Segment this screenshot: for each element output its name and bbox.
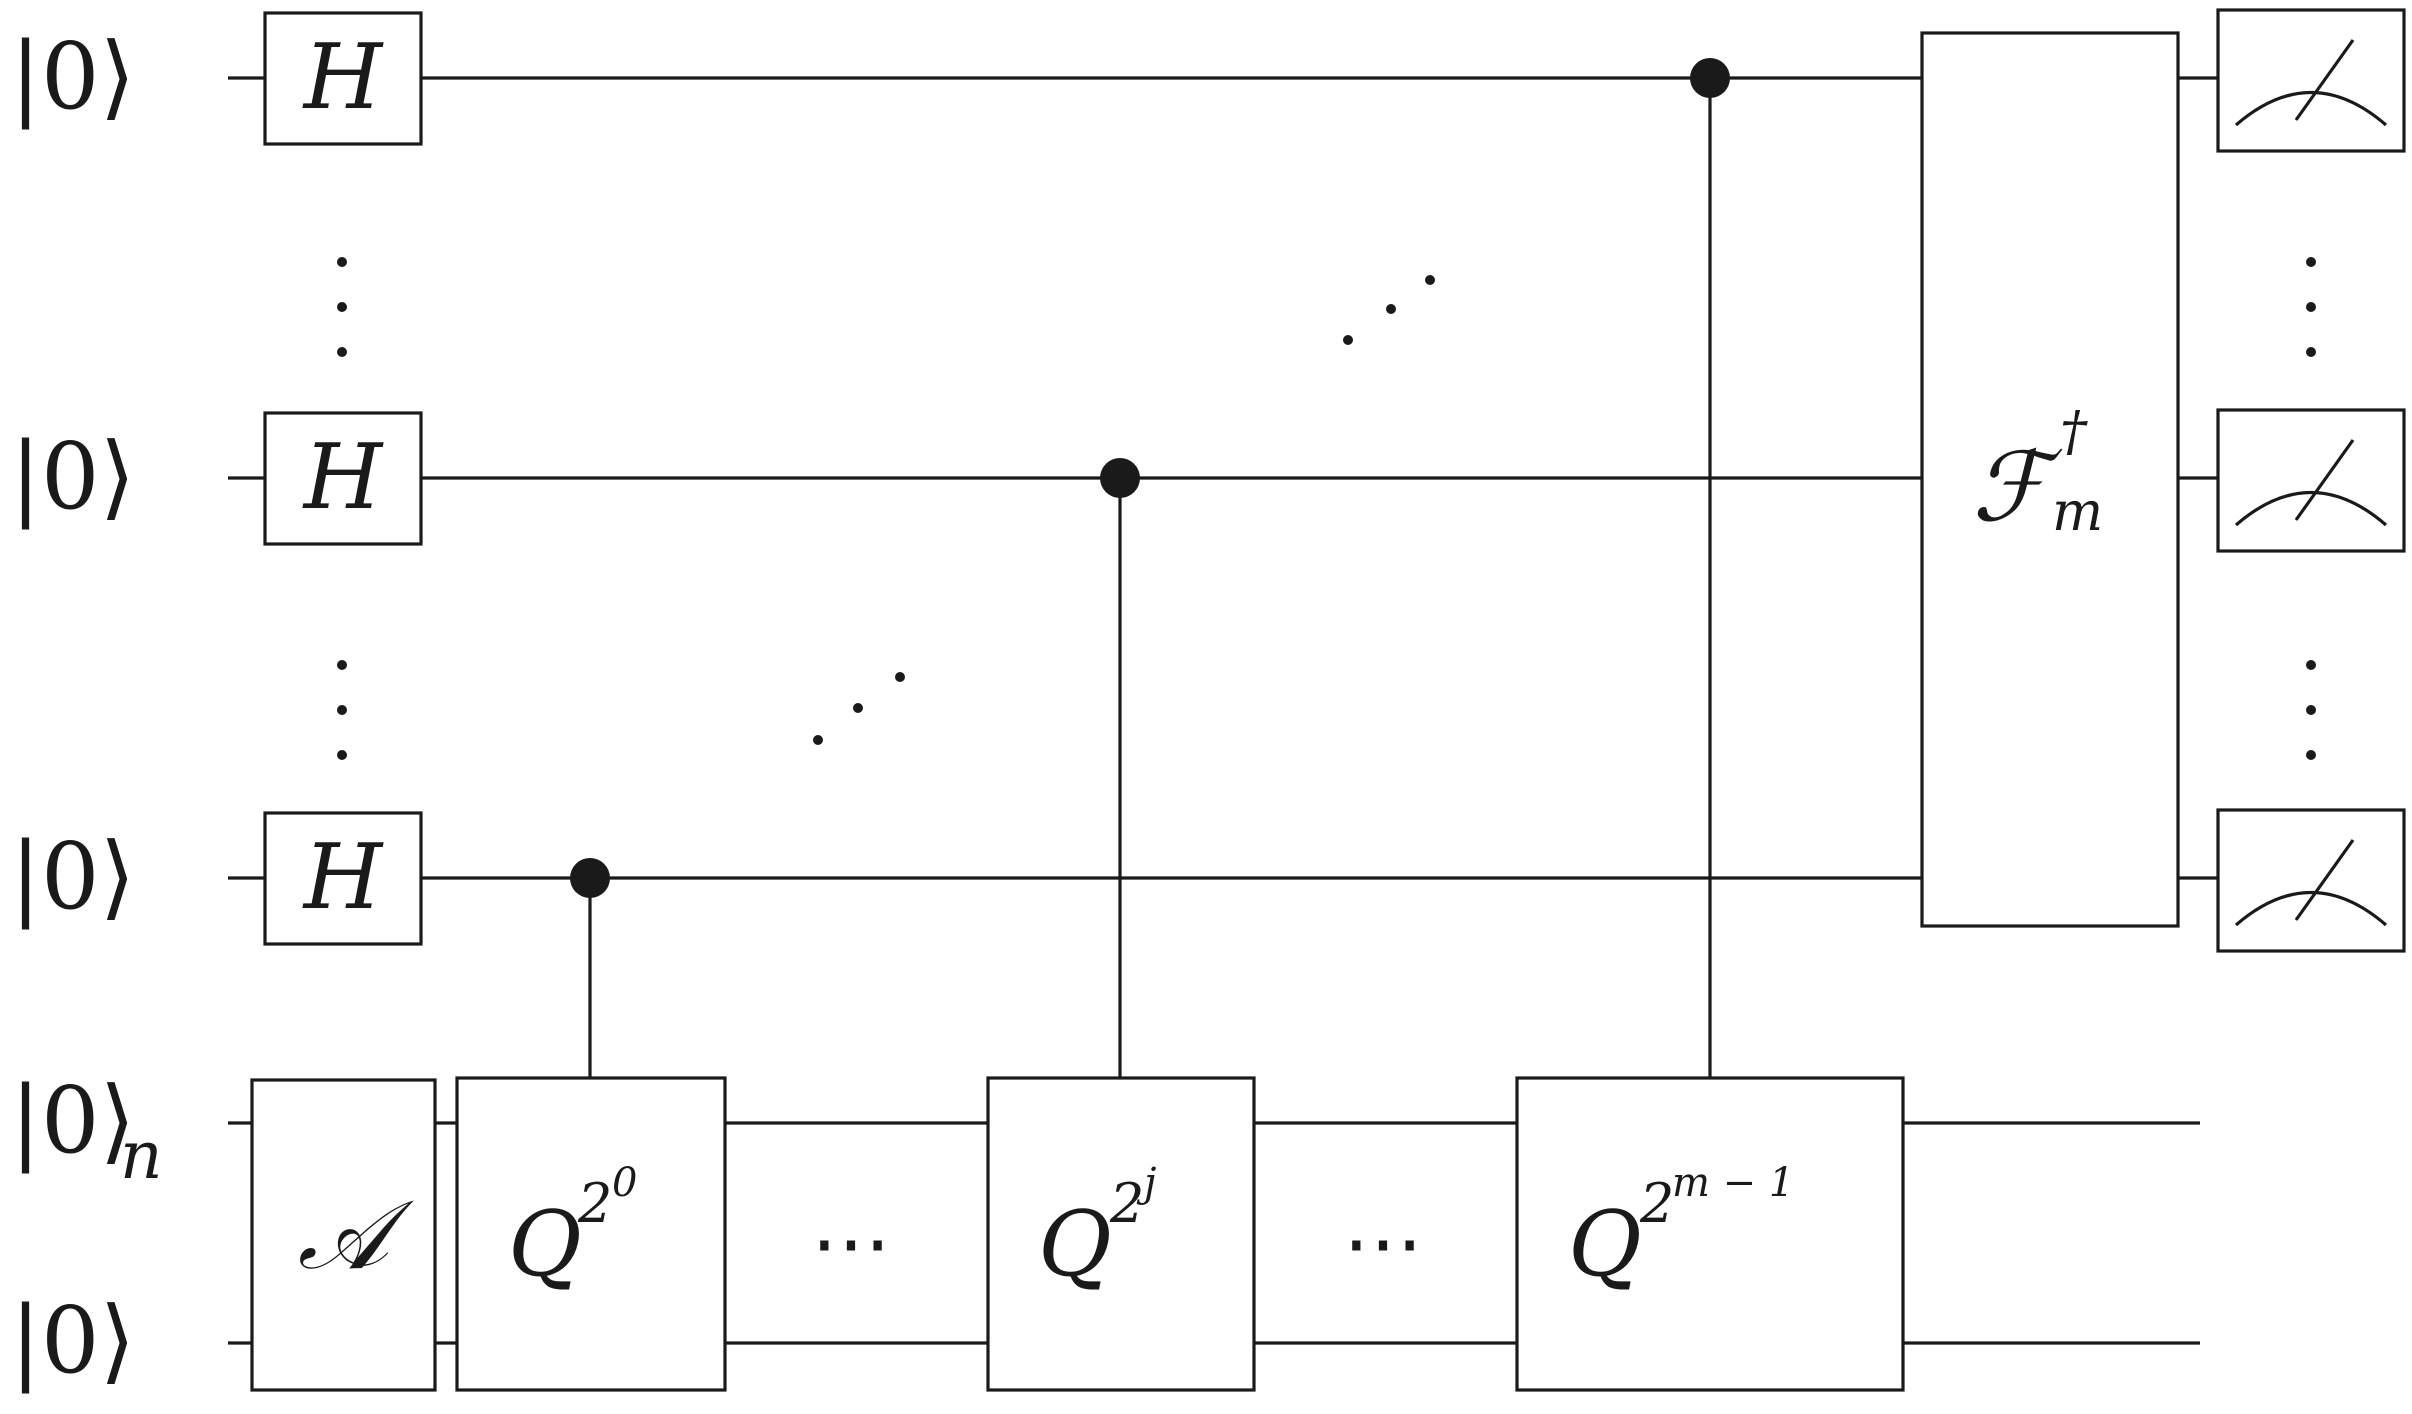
hadamard-gate-bottom: H [263, 811, 423, 946]
svg-text:Q: Q [1038, 1192, 1112, 1297]
svg-text:H: H [302, 825, 384, 930]
ellipsis-left: ⋯ [811, 1196, 899, 1289]
svg-text:Q: Q [1568, 1192, 1642, 1297]
ket-bottom: |0⟩ [10, 823, 135, 930]
control-dots [570, 58, 1730, 898]
svg-text:Q: Q [508, 1192, 582, 1297]
svg-text:2: 2 [577, 1172, 612, 1235]
q-power-gate-first: Q 2 0 [455, 1076, 727, 1392]
q-power-gate-last: Q 2 m − 1 [1515, 1076, 1905, 1392]
control-dot-q-first [570, 858, 610, 898]
svg-text:2: 2 [1639, 1172, 1674, 1235]
input-labels: |0⟩ |0⟩ |0⟩ |0⟩ n |0⟩ [10, 23, 163, 1394]
control-dot-q-middle [1100, 458, 1140, 498]
inverse-qft-gate: ℱ † m [1920, 31, 2180, 928]
svg-text:2: 2 [1109, 1172, 1144, 1235]
svg-text:†: † [2060, 400, 2088, 463]
svg-text:m − 1: m − 1 [1672, 1160, 1794, 1206]
svg-text:H: H [302, 425, 384, 530]
hadamard-gate-top: H [263, 11, 423, 146]
measurement-meter-middle [2216, 408, 2406, 553]
measurement-meter-top [2216, 8, 2406, 153]
vertical-dots-left [337, 257, 347, 760]
q-power-gate-middle: Q 2 j [986, 1076, 1256, 1392]
vertical-dots-right [2306, 257, 2316, 760]
ket-top: |0⟩ [10, 23, 135, 130]
svg-text:H: H [302, 25, 384, 130]
control-dot-q-last [1690, 58, 1730, 98]
diagonal-dots [813, 275, 1435, 745]
svg-text:m: m [2052, 480, 2103, 543]
ellipsis-right: ⋯ [1343, 1196, 1431, 1289]
ket-register-last: |0⟩ [10, 1287, 135, 1394]
ket-register-subscript: n [120, 1117, 163, 1194]
ket-middle: |0⟩ [10, 423, 135, 530]
hadamard-gate-middle: H [263, 411, 423, 546]
svg-text:0: 0 [612, 1160, 637, 1206]
state-preparation-gate: 𝒜 [250, 1078, 437, 1392]
measurement-meter-bottom [2216, 808, 2406, 953]
control-lines [588, 78, 1712, 1078]
ket-register-n: |0⟩ [10, 1067, 135, 1174]
